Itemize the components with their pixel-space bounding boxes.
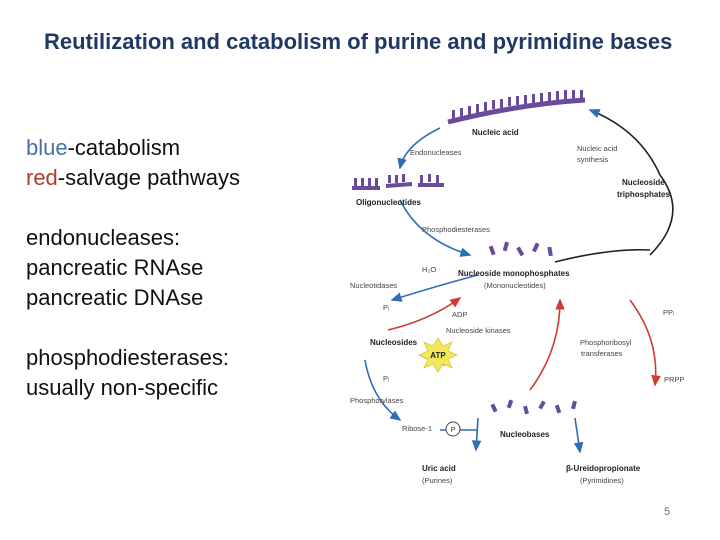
label-pi-1: Pᵢ xyxy=(383,303,389,312)
label-nucleosides: Nucleosides xyxy=(370,338,418,347)
atp-label: ATP xyxy=(430,351,446,360)
label-pi-2: Pᵢ xyxy=(383,374,389,383)
endonucleases-heading: endonucleases: xyxy=(26,225,181,250)
legend-red-word: red xyxy=(26,165,58,190)
phosphate-label: P xyxy=(450,425,455,434)
phosphate-circle: P xyxy=(445,421,461,437)
label-mononucleotides: (Mononucleotides) xyxy=(484,281,546,290)
label-ppi: PPᵢ xyxy=(663,308,674,317)
label-uric-acid: Uric acid xyxy=(422,464,456,473)
label-phosphodiesterases: Phosphodiesterases xyxy=(422,225,490,234)
label-phosphorylases: Phosphorylases xyxy=(350,396,404,405)
label-phosphoribosyl-1: Phosphoribosyl xyxy=(580,338,632,347)
label-nucleoside-triphosphates-1: Nucleoside xyxy=(622,178,665,187)
legend-blue-word: blue xyxy=(26,135,68,160)
label-nucleoside-kinases: Nucleoside kinases xyxy=(446,326,511,335)
label-nucleoside-triphosphates-2: triphosphates xyxy=(617,190,670,199)
phosphodiesterases-group: phosphodiesterases: usually non-specific xyxy=(26,343,326,403)
phosphodiesterases-item: usually non-specific xyxy=(26,375,218,400)
label-prpp: PRPP xyxy=(664,375,684,384)
nucleic-acid-strand xyxy=(447,90,586,125)
label-nucleobases: Nucleobases xyxy=(500,430,550,439)
legend-catabolism: blue-catabolism xyxy=(26,133,326,163)
label-nucleoside-monophosphates: Nucleoside monophosphates xyxy=(458,269,570,278)
color-legend: blue-catabolism red-salvage pathways xyxy=(26,133,326,193)
slide-title: Reutilization and catabolism of purine a… xyxy=(44,29,673,54)
label-phosphoribosyl-2: transferases xyxy=(581,349,623,358)
label-nucleic-acid: Nucleic acid xyxy=(472,128,519,137)
mononucleotides xyxy=(488,241,553,257)
phosphodiesterases-heading: phosphodiesterases: xyxy=(26,345,230,370)
label-h2o: H₂O xyxy=(422,265,436,274)
legend-salvage: red-salvage pathways xyxy=(26,163,326,193)
endonucleases-item: pancreatic DNAse xyxy=(26,285,204,310)
synthesis-arc xyxy=(554,109,674,263)
label-pyrimidines: (Pyrimidines) xyxy=(580,476,624,485)
legend-red-rest: -salvage pathways xyxy=(57,165,241,190)
oligonucleotide-fragments xyxy=(352,174,444,190)
label-purines: (Purines) xyxy=(422,476,453,485)
bullet-text: blue-catabolism red-salvage pathways end… xyxy=(26,133,326,433)
label-oligonucleotides: Oligonucleotides xyxy=(356,198,421,207)
label-nucleic-acid-synthesis-1: Nucleic acid xyxy=(577,144,617,153)
label-ureidopropionate: β-Ureidopropionate xyxy=(566,464,641,473)
catabolism-arrows xyxy=(364,127,584,454)
slide-number: 5 xyxy=(664,506,671,518)
nucleobases-particles xyxy=(490,399,577,415)
atp-star: ATP xyxy=(418,337,458,373)
endonucleases-group: endonucleases: pancreatic RNAse pancreat… xyxy=(26,223,326,313)
label-endonucleases: Endonucleases xyxy=(410,148,462,157)
label-nucleic-acid-synthesis-2: synthesis xyxy=(577,155,609,164)
legend-blue-rest: -catabolism xyxy=(67,135,181,160)
label-adp: ADP xyxy=(452,310,467,319)
label-nucleotidases: Nucleotidases xyxy=(350,281,397,290)
label-ribose: Ribose-1 xyxy=(402,424,432,433)
endonucleases-item: pancreatic RNAse xyxy=(26,255,204,280)
